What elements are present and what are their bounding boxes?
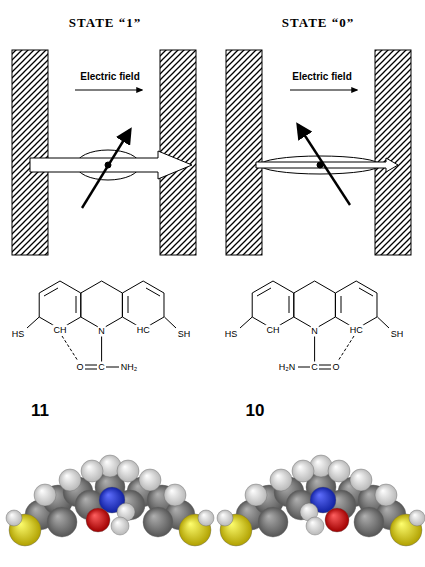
- space-filling-model: [6, 455, 425, 546]
- atom-sphere: [258, 507, 288, 537]
- atom-sphere: [306, 517, 324, 535]
- atom-sphere: [350, 469, 372, 491]
- atom-label: H₂N: [278, 362, 297, 373]
- atom-sphere: [198, 510, 214, 526]
- atom-sphere: [325, 508, 349, 532]
- atom-label: CH: [53, 325, 68, 336]
- atom-label: CH: [266, 325, 281, 336]
- atom-label: SH: [177, 329, 192, 340]
- atom-sphere: [143, 507, 173, 537]
- state-heading: STATE “0”: [282, 16, 354, 29]
- atom-sphere: [34, 484, 56, 506]
- electrode-walls: [12, 50, 411, 255]
- compound-number: 11: [31, 402, 49, 419]
- field-label: Electric field: [292, 72, 351, 82]
- atom-label: SH: [390, 329, 405, 340]
- atom-sphere: [111, 517, 129, 535]
- atom-label: C: [97, 362, 106, 373]
- structural-formula: [27, 281, 389, 369]
- atom-label: C: [310, 362, 319, 373]
- atom-sphere: [164, 484, 186, 506]
- atom-label: NH₂: [120, 362, 139, 373]
- field-label: Electric field: [80, 72, 139, 82]
- atom-sphere: [328, 460, 350, 482]
- atom-sphere: [47, 507, 77, 537]
- atom-sphere: [292, 460, 314, 482]
- dipole-state-1: [30, 130, 192, 208]
- atom-label: N: [310, 326, 319, 337]
- atom-label: HC: [136, 325, 151, 336]
- atom-sphere: [86, 508, 110, 532]
- compound-number: 10: [246, 402, 265, 419]
- atom-sphere: [270, 469, 292, 491]
- atom-sphere: [6, 510, 22, 526]
- atom-sphere: [354, 507, 384, 537]
- atom-sphere: [59, 469, 81, 491]
- atom-label: HS: [224, 329, 239, 340]
- atom-label: HS: [11, 329, 26, 340]
- atom-sphere: [139, 469, 161, 491]
- atom-sphere: [245, 484, 267, 506]
- atom-sphere: [409, 510, 425, 526]
- atom-sphere: [117, 460, 139, 482]
- state-heading: STATE “1”: [69, 16, 141, 29]
- atom-sphere: [217, 510, 233, 526]
- field-arrow: [75, 89, 357, 90]
- atom-label: N: [97, 326, 106, 337]
- atom-label: O: [331, 362, 340, 373]
- atom-label: HC: [349, 325, 364, 336]
- atom-sphere: [375, 484, 397, 506]
- atom-sphere: [81, 460, 103, 482]
- dipole-state-0: [256, 125, 398, 205]
- atom-label: O: [75, 362, 84, 373]
